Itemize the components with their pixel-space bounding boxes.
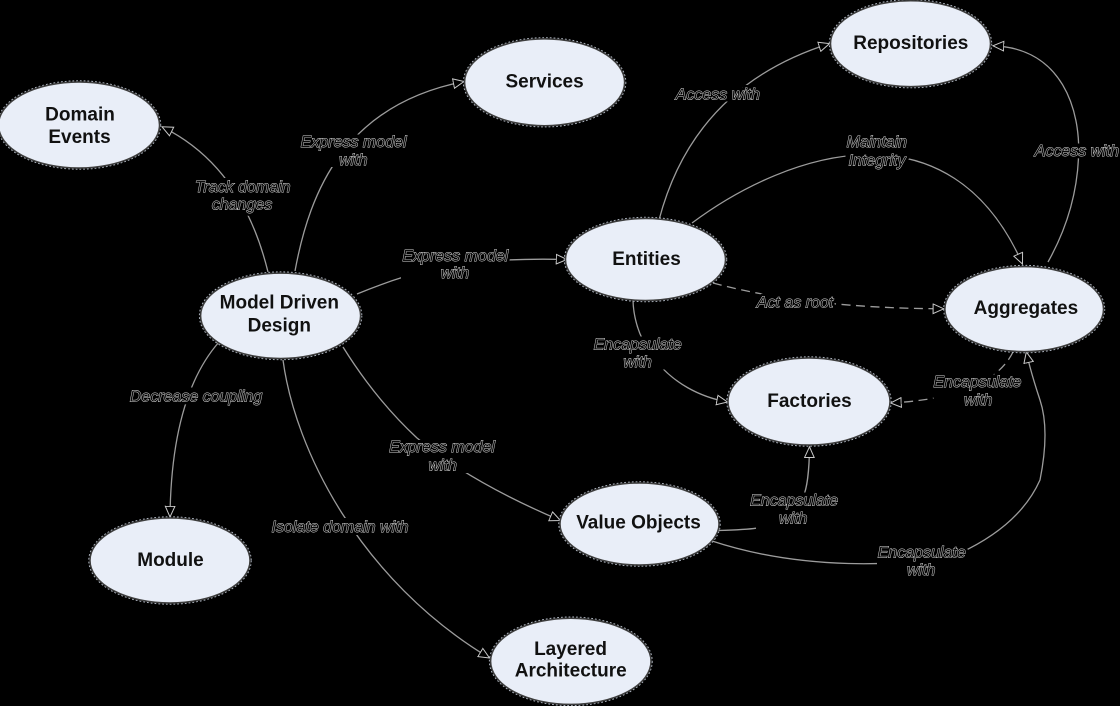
svg-text:Aggregates: Aggregates <box>974 298 1079 319</box>
svg-text:Entities: Entities <box>612 249 681 270</box>
svg-text:Value Objects: Value Objects <box>576 512 701 533</box>
svg-text:Module: Module <box>137 550 204 571</box>
svg-text:Repositories: Repositories <box>853 33 968 54</box>
svg-text:Services: Services <box>506 72 584 93</box>
svg-text:Factories: Factories <box>767 391 851 412</box>
